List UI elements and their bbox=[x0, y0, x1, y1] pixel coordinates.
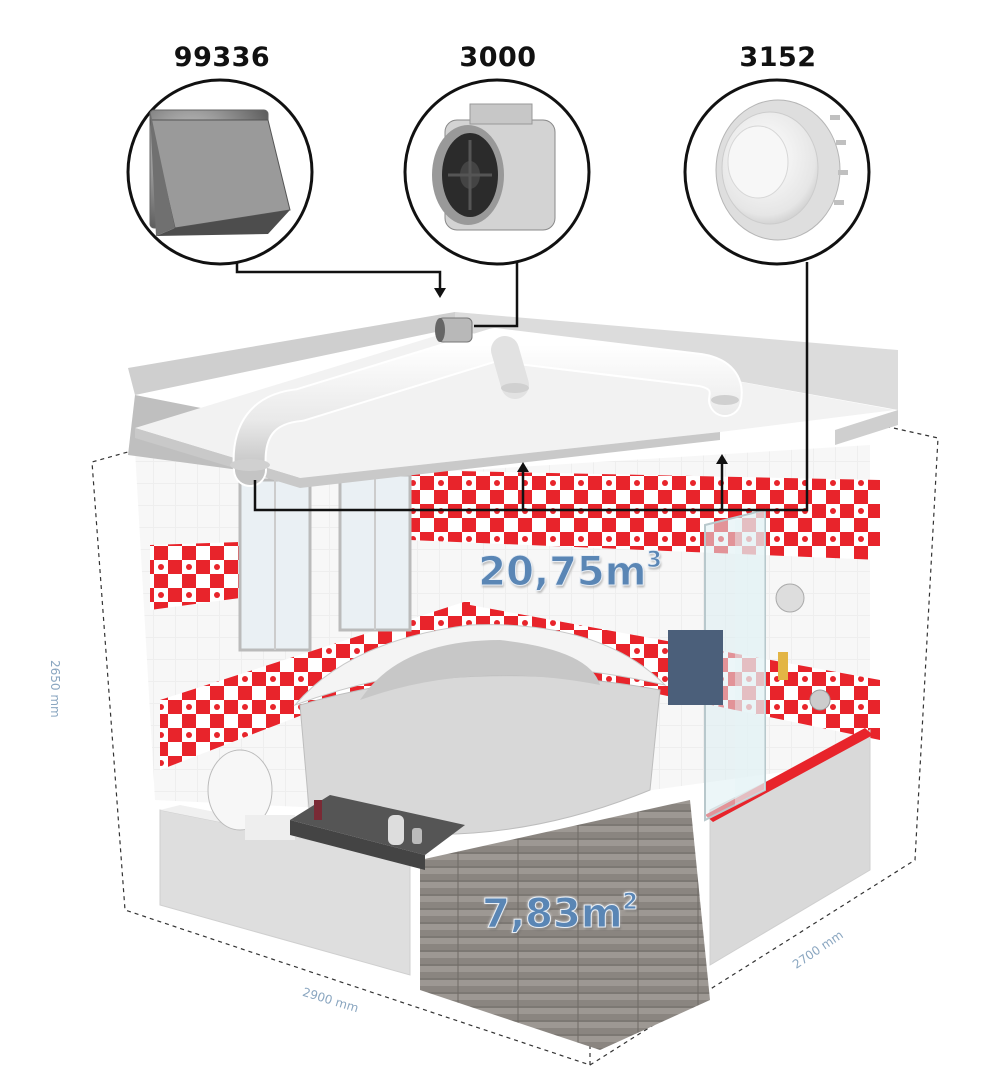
connector-lines bbox=[235, 260, 809, 512]
product-code-3000: 3000 bbox=[459, 42, 537, 73]
floor-area-exponent: 2 bbox=[622, 890, 638, 916]
inline-duct-fan-icon bbox=[432, 103, 556, 231]
product-code-3152: 3152 bbox=[739, 42, 817, 73]
floor bbox=[420, 800, 710, 1050]
product-code-99336: 99336 bbox=[173, 42, 271, 73]
height-dimension-label: 2650 mm bbox=[48, 660, 62, 718]
product-circle-99336 bbox=[126, 78, 314, 266]
ceiling-air-valve-icon bbox=[715, 99, 848, 241]
vanity-cabinet bbox=[290, 795, 465, 870]
product-circle-3000 bbox=[403, 78, 591, 266]
ducting bbox=[230, 328, 743, 487]
floor-area-value: 7,83m bbox=[482, 891, 623, 938]
product-circle-3152 bbox=[683, 78, 871, 266]
room-volume: 20,75m3 bbox=[470, 548, 670, 596]
corner-bathtub bbox=[293, 624, 667, 836]
floor-area: 7,83m2 bbox=[460, 890, 660, 938]
toilet bbox=[207, 749, 295, 840]
inline-fan-in-ceiling bbox=[435, 317, 473, 343]
room-volume-exponent: 3 bbox=[646, 548, 662, 574]
room-volume-value: 20,75m bbox=[478, 549, 647, 596]
stainless-wall-cowl-icon bbox=[149, 109, 291, 236]
shower-enclosure bbox=[668, 508, 831, 822]
